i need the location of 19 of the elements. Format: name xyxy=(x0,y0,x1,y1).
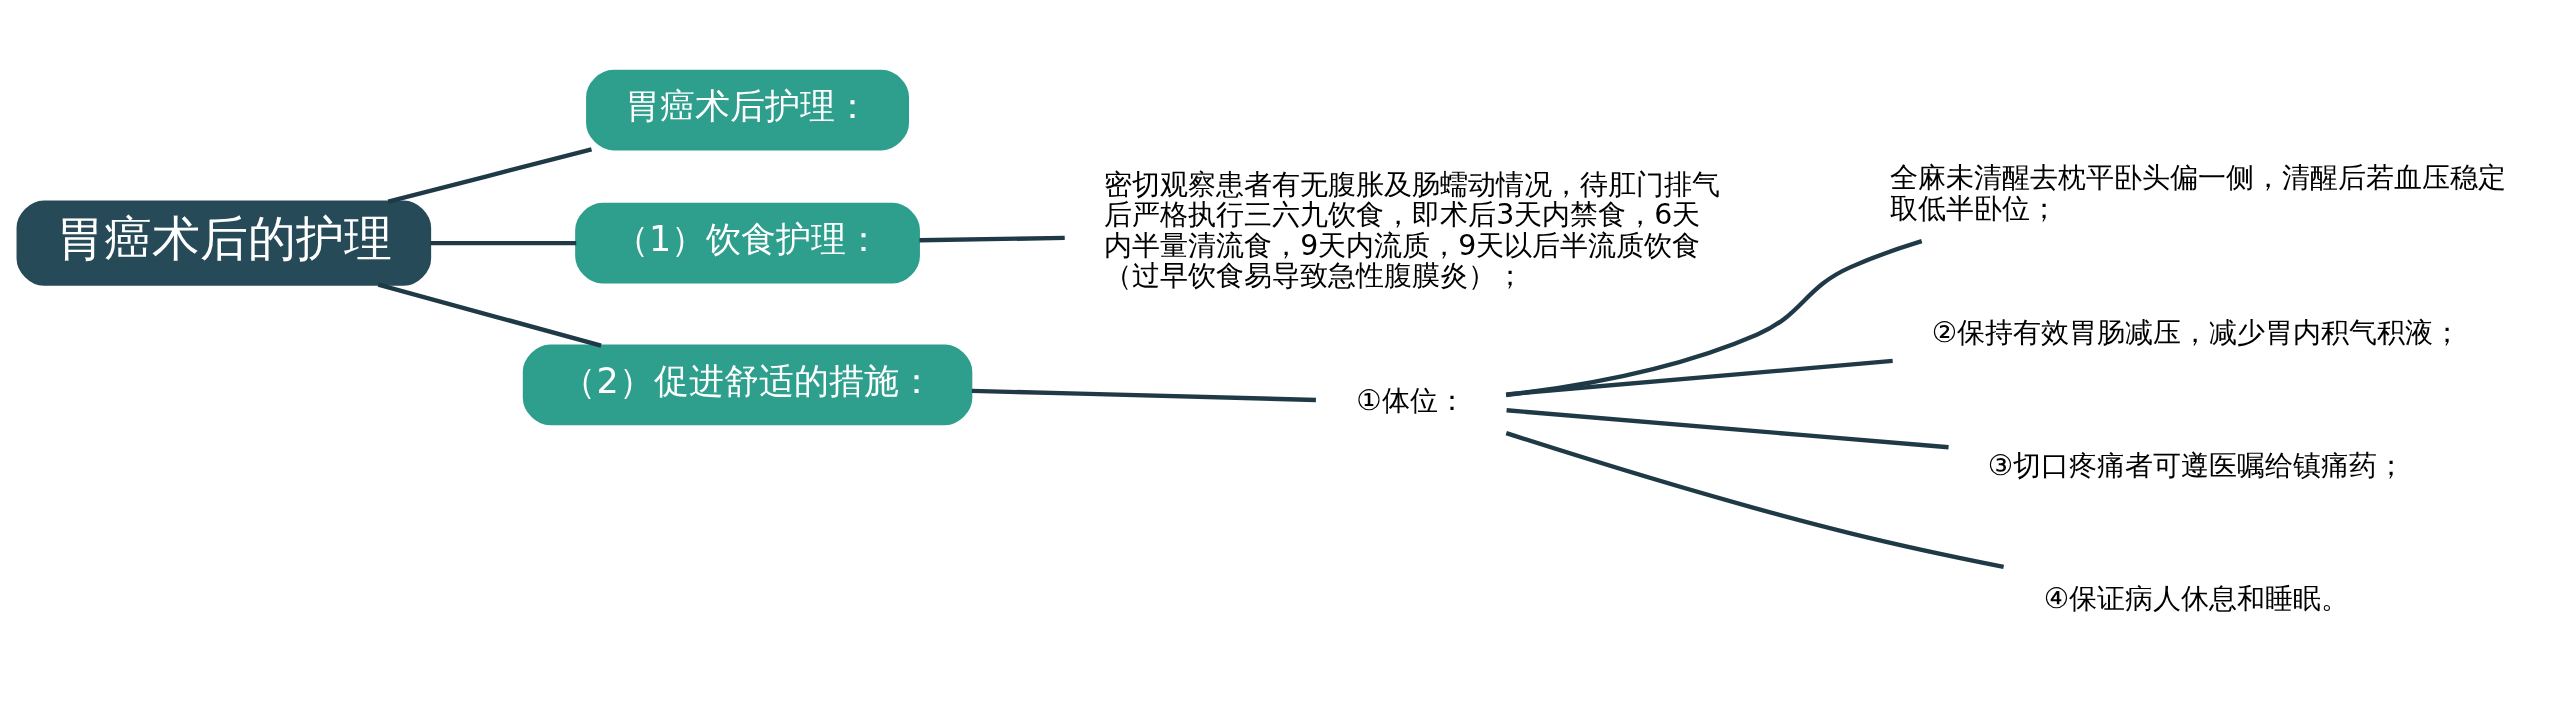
node-box: （1）饮食护理： xyxy=(575,202,920,283)
node-text: ④保证病人休息和睡眠。 xyxy=(2043,581,2350,615)
connector xyxy=(430,240,577,245)
node-text: ②保持有效胃肠减压，减少胃内积气积液； xyxy=(1931,315,2462,349)
connector xyxy=(1505,238,1923,397)
connector xyxy=(971,388,1316,402)
node-text: 密切观察患者有无腹胀及肠蠕动情况，待肛门排气后严格执行三六九饮食，即术后3天内禁食，6天内半量清流食，9天内流质，9天以后半流质饮食（过早饮食易导致急性腹膜炎）； xyxy=(1104,167,1721,292)
connector xyxy=(377,282,602,348)
connector xyxy=(1506,407,1949,449)
node-box: （2）促进舒适的措施： xyxy=(522,344,973,425)
connector xyxy=(387,146,593,204)
connector xyxy=(1505,430,2005,569)
node-box: 胃癌术后的护理 xyxy=(16,200,432,286)
connector xyxy=(1506,358,1893,396)
node-text: ③切口疼痛者可遵医嘱给镇痛药； xyxy=(1987,448,2406,482)
connector xyxy=(919,235,1065,242)
node-text: 全麻未清醒去枕平卧头偏一侧，清醒后若血压稳定取低半卧位； xyxy=(1889,160,2506,225)
node-box: 胃癌术后护理： xyxy=(586,69,910,150)
node-text: ①体位： xyxy=(1356,383,1466,417)
